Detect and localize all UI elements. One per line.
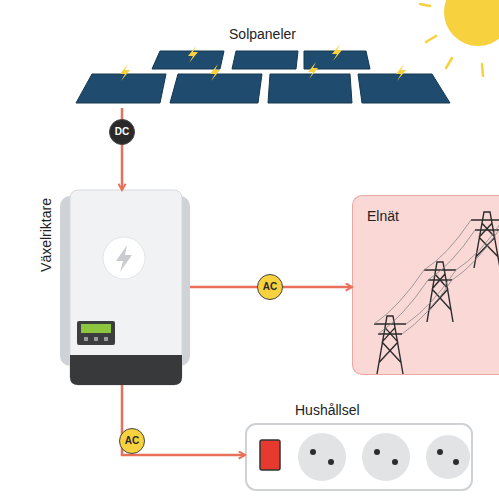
flow-connector xyxy=(122,385,245,455)
socket-hole xyxy=(392,459,398,465)
inverter-base xyxy=(70,355,182,385)
pylon-arm xyxy=(424,270,456,280)
spark-symbol xyxy=(120,64,130,81)
grid-area: Elnät xyxy=(352,195,499,375)
spark-symbol xyxy=(308,62,318,79)
current-badge: AC xyxy=(257,274,283,300)
inverter-rail xyxy=(60,196,190,366)
socket xyxy=(298,433,346,481)
inverter-button xyxy=(84,337,88,341)
panel-sparks xyxy=(120,44,406,81)
solar-panel xyxy=(170,74,262,103)
power-strip xyxy=(246,424,472,490)
strip-switch xyxy=(260,440,280,470)
solar-panel xyxy=(358,74,450,103)
flow-connector xyxy=(190,286,352,289)
sun-ray xyxy=(420,4,430,6)
socket xyxy=(426,435,470,479)
socket xyxy=(362,433,410,481)
node-label: Hushållsel xyxy=(295,402,473,419)
power-wire xyxy=(374,270,424,324)
panel-array: Solpaneler xyxy=(70,22,455,108)
pylons xyxy=(374,212,499,374)
node-label: Solpaneler xyxy=(70,26,455,43)
socket-holes xyxy=(310,449,459,465)
inverter-body xyxy=(70,190,182,385)
spark-symbol xyxy=(188,46,198,63)
inverter-button xyxy=(94,337,98,341)
spark-symbol xyxy=(396,64,406,81)
solar-panel xyxy=(304,51,370,69)
spark-symbol xyxy=(210,64,220,81)
socket-hole xyxy=(437,449,443,455)
current-badge: DC xyxy=(109,119,135,145)
spark-symbol xyxy=(332,44,342,61)
pylon-frame xyxy=(427,262,453,322)
power-wire xyxy=(428,230,475,280)
solar-panels xyxy=(76,51,450,103)
power-strip-box: Hushållsel xyxy=(245,398,473,492)
solar-panel xyxy=(76,74,166,103)
pylon-arm xyxy=(374,324,406,334)
pylon xyxy=(471,212,499,268)
sun xyxy=(420,0,499,76)
inverter xyxy=(60,190,190,385)
inverter-display xyxy=(77,321,115,345)
socket-hole xyxy=(328,459,334,465)
power-wire xyxy=(452,230,499,280)
solar-panel xyxy=(152,51,224,69)
pylon xyxy=(424,262,456,322)
sun-ray xyxy=(426,36,436,42)
inverter-box: Växelriktare xyxy=(38,190,190,385)
pylon xyxy=(374,316,406,374)
inverter-screen xyxy=(81,324,111,333)
inverter-emblem xyxy=(103,237,145,279)
sun-ray xyxy=(482,64,483,76)
inverter-bolt xyxy=(116,245,132,272)
current-badge: AC xyxy=(119,428,145,454)
node-label: Växelriktare xyxy=(38,198,55,272)
power-wire xyxy=(378,280,428,334)
power-wire xyxy=(402,280,452,334)
socket-hole xyxy=(374,449,380,455)
node-label: Elnät xyxy=(367,208,499,225)
solar-panel xyxy=(232,51,298,69)
sun-rays xyxy=(420,4,483,76)
pylon-frame xyxy=(377,316,403,374)
socket-hole xyxy=(310,449,316,455)
solar-panel xyxy=(268,74,352,103)
power-wire xyxy=(424,220,471,270)
pylon-frame xyxy=(474,212,499,268)
socket-hole xyxy=(453,459,459,465)
power-wire xyxy=(406,270,456,324)
sun-ray xyxy=(446,58,452,68)
pylon-arm xyxy=(471,220,499,230)
inverter-button xyxy=(104,337,108,341)
power-wire xyxy=(456,220,499,270)
strip-body xyxy=(246,424,472,490)
flow-connector xyxy=(121,108,124,190)
sun-disc xyxy=(444,0,499,46)
